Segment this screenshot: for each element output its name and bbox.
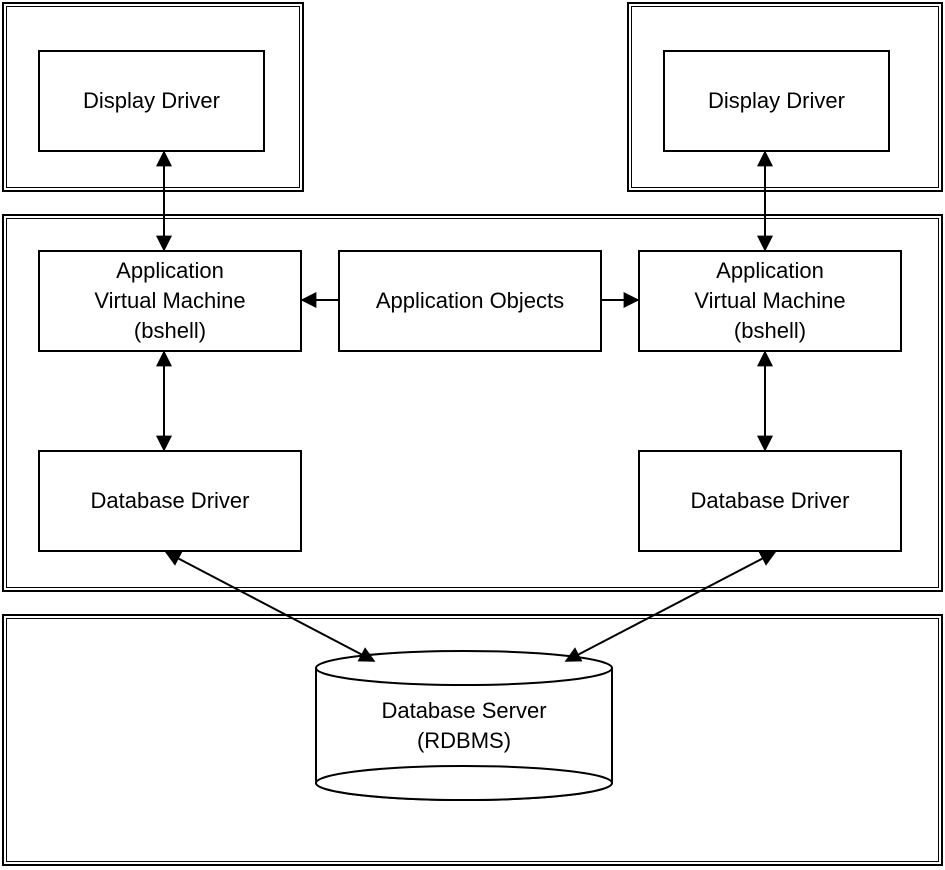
database-server-line-1: Database Server	[381, 698, 547, 723]
database-driver-box-right: Database Driver	[638, 450, 902, 552]
application-objects-box: Application Objects	[338, 250, 602, 352]
arrow-dbdriver-to-server-left	[164, 551, 376, 662]
arrow-dbdriver-to-server-right	[564, 551, 777, 662]
display-driver-box-right: Display Driver	[663, 50, 890, 152]
application-vm-line-1-right: Application	[716, 258, 824, 283]
application-vm-line-3-left: (bshell)	[133, 318, 207, 343]
display-driver-box-left: Display Driver	[38, 50, 265, 152]
client-frame-right	[627, 2, 943, 192]
database-driver-box-left: Database Driver	[38, 450, 302, 552]
display-driver-label-right: Display Driver	[708, 88, 845, 113]
database-server-label: Database Server (RDBMS)	[316, 696, 612, 756]
client-frame-left-inner	[6, 6, 300, 188]
application-vm-line-1-left: Application	[116, 258, 224, 283]
database-frame	[2, 614, 943, 866]
application-server-frame-inner	[6, 218, 939, 588]
database-frame-inner	[6, 618, 939, 862]
application-objects-label: Application Objects	[375, 288, 565, 313]
database-driver-label-left: Database Driver	[90, 488, 250, 513]
database-server-line-2: (RDBMS)	[416, 728, 512, 753]
application-vm-line-2-right: Virtual Machine	[694, 288, 846, 313]
application-vm-line-2-left: Virtual Machine	[94, 288, 246, 313]
display-driver-label-left: Display Driver	[83, 88, 220, 113]
application-vm-line-3-right: (bshell)	[733, 318, 807, 343]
client-frame-left	[2, 2, 304, 192]
client-frame-right-inner	[631, 6, 939, 188]
database-driver-label-right: Database Driver	[690, 488, 850, 513]
application-vm-box-right: Application Virtual Machine (bshell)	[638, 250, 902, 352]
database-server-cylinder	[315, 650, 613, 801]
application-server-frame	[2, 214, 943, 592]
